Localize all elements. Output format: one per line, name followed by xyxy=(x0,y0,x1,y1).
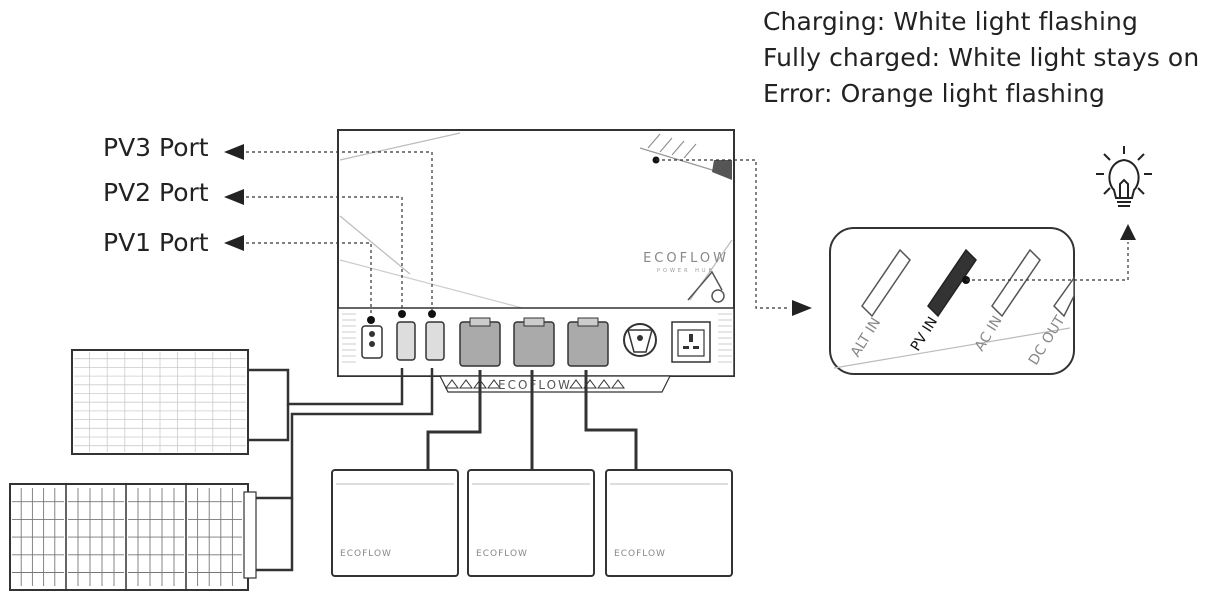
pv3-socket xyxy=(425,321,445,361)
lightbulb-icon xyxy=(1096,146,1152,207)
arrow-left-icon xyxy=(224,189,244,205)
battery-brand: ECOFLOW xyxy=(340,549,392,559)
arrow-left-icon xyxy=(224,235,244,251)
legend-charging: Charging: White light flashing xyxy=(763,7,1138,36)
pv-port-callouts xyxy=(224,144,436,324)
device-bottom-brand: ECOFLOW xyxy=(498,378,572,392)
device-subbrand: POWER HUB xyxy=(657,268,715,274)
pv1-port-label: PV1 Port xyxy=(103,228,209,257)
indicator-callout xyxy=(652,156,812,316)
battery-socket-3 xyxy=(567,317,609,367)
pv2-port-label: PV2 Port xyxy=(103,178,209,207)
solar-panel-folding xyxy=(9,483,257,591)
battery-icon: ECOFLOW xyxy=(331,469,459,577)
status-legend: Charging: White light flashing Fully cha… xyxy=(763,4,1209,112)
solar-cables xyxy=(248,368,434,572)
battery-icon: ECOFLOW xyxy=(605,469,733,577)
arrow-left-icon xyxy=(224,144,244,160)
device-brand: ECOFLOW xyxy=(643,251,729,266)
indicator-strip xyxy=(712,160,732,180)
legend-error: Error: Orange light flashing xyxy=(763,79,1105,108)
pv-in-light xyxy=(927,248,977,318)
battery-socket-2 xyxy=(513,317,555,367)
solar-panel-rigid xyxy=(71,349,249,455)
arrow-right-icon xyxy=(792,300,812,316)
pv2-socket xyxy=(396,321,416,361)
round-connector xyxy=(623,323,657,357)
battery-brand: ECOFLOW xyxy=(476,549,528,559)
pv3-port-label: PV3 Port xyxy=(103,133,209,162)
arrow-up-icon xyxy=(1120,224,1136,240)
battery-socket-1 xyxy=(459,317,501,367)
indicator-panel: ALT IN PV IN AC IN DC OUT xyxy=(829,224,1136,375)
battery-brand: ECOFLOW xyxy=(614,549,666,559)
power-hub: ECOFLOW POWER HUB xyxy=(337,129,735,393)
battery-icon: ECOFLOW xyxy=(467,469,595,577)
legend-fully-charged: Fully charged: White light stays on xyxy=(763,43,1200,72)
battery-cables xyxy=(426,370,638,472)
device-emblem xyxy=(687,270,725,303)
